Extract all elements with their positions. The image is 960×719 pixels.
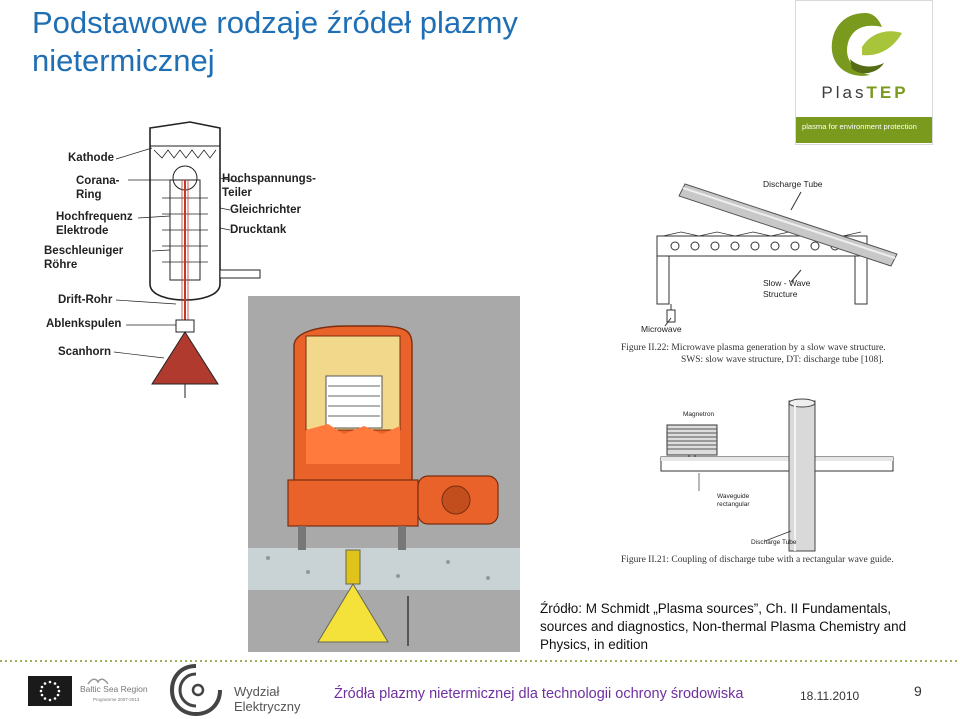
eu-flag-icon [28, 676, 72, 706]
university-emblem-icon [169, 664, 222, 716]
footer-divider [0, 660, 960, 662]
footer-date: 18.11.2010 [800, 689, 860, 703]
caption-figure-2-22: Figure II.22: Microwave plasma generatio… [621, 343, 886, 365]
label-drucktank: Drucktank [230, 224, 287, 236]
label-kathode: Kathode [68, 152, 114, 164]
label-corona: Corana-Ring [76, 175, 120, 201]
caption-figure-2-21: Figure II.21: Coupling of discharge tube… [621, 555, 894, 565]
logo-tagline: plasma for environment protection [802, 122, 917, 131]
faculty-name: Wydział Elektryczny [234, 684, 301, 714]
baltic-sub-label: Programme 2007-2013 [93, 697, 140, 702]
waveguide-drawing [660, 398, 894, 552]
label-magnetron: Magnetron [683, 411, 715, 418]
label-gleichrichter: Gleichrichter [230, 204, 301, 216]
label-hochspannungsteiler: Hochspannungs-Teiler [222, 173, 316, 199]
baltic-logo-icon [87, 678, 109, 685]
leaf-logo-icon [831, 13, 902, 76]
accelerator-drawing [113, 121, 261, 398]
label-microwave: Microwave [641, 324, 682, 334]
page-number: 9 [914, 683, 922, 699]
title-line-1: Podstawowe rodzaje źródeł plazmy [32, 5, 518, 40]
logo-tag-bar [796, 117, 932, 143]
label-scanhorn: Scanhorn [58, 346, 112, 358]
label-drift-rohr: Drift-Rohr [58, 294, 113, 306]
baltic-label: Baltic Sea Region [80, 684, 148, 694]
label-ablenkspulen: Ablenkspulen [46, 318, 122, 330]
accelerator-illustration [248, 296, 520, 652]
accelerator-photo [248, 296, 520, 652]
logo-wordmark: PlasTEP [821, 83, 909, 102]
title-line-2: nietermicznej [32, 43, 215, 78]
slide-title: Podstawowe rodzaje źródeł plazmy nieterm… [32, 4, 632, 80]
footer-title: Źródła plazmy nietermicznej dla technolo… [334, 686, 744, 702]
source-citation: Źródło: M Schmidt „Plasma sources”, Ch. … [540, 601, 907, 652]
label-discharge-tube-2: Discharge Tube [751, 539, 797, 546]
plastep-logo: PlasTEP plasma for environment protectio… [795, 0, 933, 145]
label-discharge-tube: Discharge Tube [763, 179, 823, 189]
slow-wave-drawing [656, 183, 898, 327]
